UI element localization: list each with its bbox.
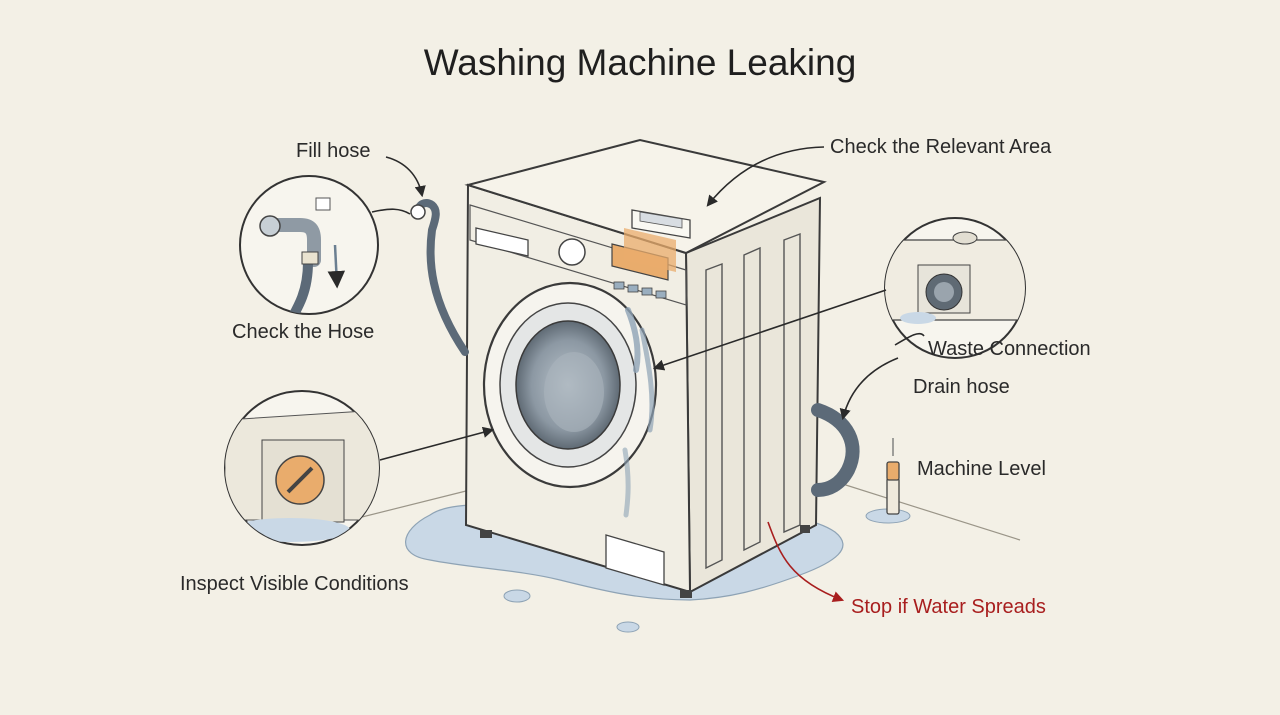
washing-machine-icon bbox=[464, 138, 827, 598]
label-check-the-hose: Check the Hose bbox=[232, 321, 375, 343]
label-drain-hose: Drain hose bbox=[913, 376, 1010, 398]
warning-arrow bbox=[767, 521, 845, 603]
label-check-relevant-area: Check the Relevant Area bbox=[830, 136, 1052, 158]
drain-hose-icon bbox=[811, 403, 860, 497]
filter-cap-icon bbox=[224, 390, 380, 546]
diagram-title: Washing Machine Leaking bbox=[423, 42, 857, 83]
label-stop-if-water-spreads: Stop if Water Spreads bbox=[851, 596, 1046, 618]
floor-line bbox=[349, 479, 1021, 541]
callout-arrows bbox=[371, 146, 925, 461]
waste-connection-icon bbox=[884, 217, 1026, 359]
label-waste-connection: Waste Connection bbox=[928, 338, 1091, 360]
level-marker-icon bbox=[886, 438, 900, 515]
fill-hose-icon bbox=[410, 199, 469, 356]
label-machine-level: Machine Level bbox=[917, 458, 1046, 480]
tap-hose-icon bbox=[239, 175, 379, 315]
label-fill-hose: Fill hose bbox=[296, 140, 371, 162]
label-inspect-visible-conditions: Inspect Visible Conditions bbox=[180, 573, 409, 595]
